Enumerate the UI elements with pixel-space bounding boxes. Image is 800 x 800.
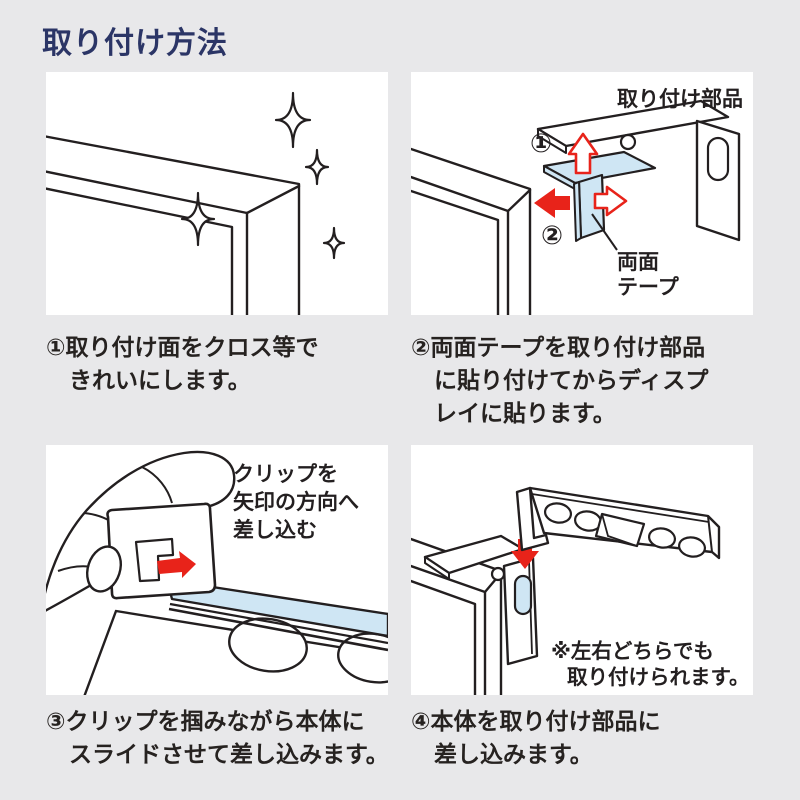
step4-caption: ④本体を取り付け部品に 差し込みます。 [411,705,761,771]
body-bar [83,609,388,695]
step2-caption-line1: ②両面テープを取り付け部品 [411,334,706,360]
display-corner-cleaning-illustration [46,91,346,315]
page-title: 取り付け方法 [42,27,228,60]
step1-caption-line1: ①取り付け面をクロス等で [46,334,319,360]
step1-mark: ① [530,128,552,158]
display-corner-outline [46,135,301,315]
clip-hint-line1: クリップを [233,463,338,486]
step2-illustration-panel: ① ② 取り付け部品 両面 テープ [411,72,753,315]
left-arrow-icon [534,188,570,218]
step2-caption: ②両面テープを取り付け部品 に貼り付けてからディスプ レイに貼ります。 [411,331,761,430]
clip-insert-illustration: クリップを 矢印の方向へ 差し込む [46,450,388,695]
body-bar [515,486,721,560]
step4-caption-line2: 差し込みます。 [434,741,593,767]
clip-hint-line3: 差し込む [233,518,317,542]
side-note-line2: 取り付けられます。 [567,665,749,689]
step3-caption: ③クリップを掴みながら本体に スライドさせて差し込みます。 [46,705,396,771]
side-note-line1: ※左右どちらでも [551,639,714,663]
up-arrow-icon [567,132,599,175]
step4-illustration-panel: ※左右どちらでも 取り付けられます。 [411,445,753,695]
tape-label-line1: 両面 [617,251,659,274]
clip-hint-line2: 矢印の方向へ [233,490,359,514]
step2-caption-line3: レイに貼ります。 [434,400,616,426]
bracket-slot [513,574,533,616]
thumb [86,545,122,593]
step3-caption-line2: スライドさせて差し込みます。 [69,741,389,767]
insert-arrow-icon [157,551,196,578]
step3-caption-line1: ③クリップを掴みながら本体に [46,708,365,734]
display-corner-outline [411,147,532,315]
mounting-part-label: 取り付け部品 [617,87,743,111]
step1-illustration-panel [46,72,388,315]
sparkle-icon [180,91,346,260]
mounting-bracket [536,99,741,242]
step2-mark: ② [541,220,563,250]
body-insert-illustration: ※左右どちらでも 取り付けられます。 [411,486,749,695]
step1-caption-line2: きれいにします。 [69,367,251,393]
clip [106,502,217,600]
right-arrow-icon [593,185,628,217]
step4-caption-line1: ④本体を取り付け部品に [411,708,661,734]
display-corner-outline [411,537,503,695]
step1-caption: ①取り付け面をクロス等で きれいにします。 [46,331,396,397]
step2-caption-line2: に貼り付けてからディスプ [434,367,709,393]
step3-illustration-panel: クリップを 矢印の方向へ 差し込む [46,445,388,695]
tape-mounting-illustration: ① ② 取り付け部品 両面 テープ [411,87,743,315]
tape-leader-line [591,213,618,251]
tape-label-line2: テープ [617,276,680,299]
